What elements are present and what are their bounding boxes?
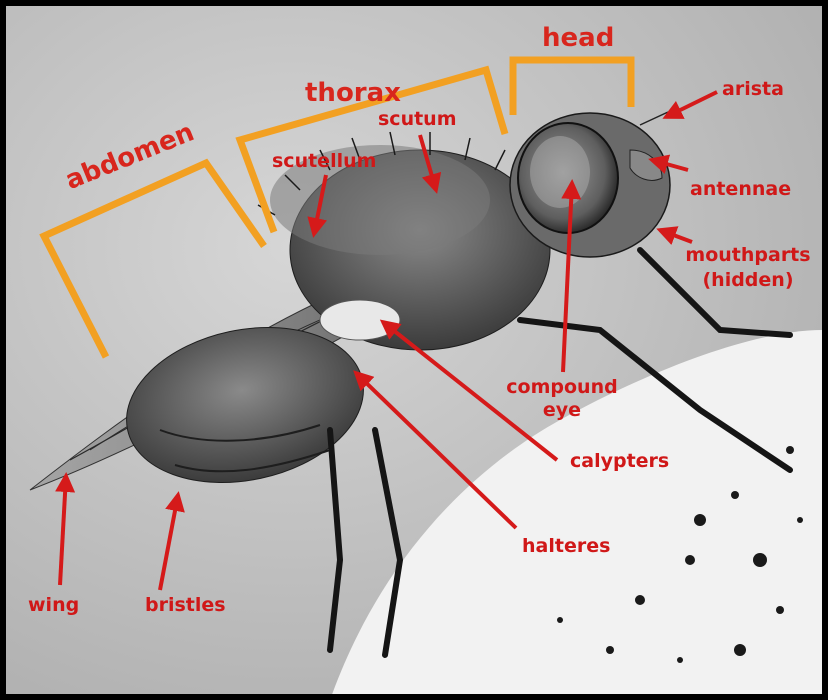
label-arista: arista — [722, 80, 784, 99]
label-head: head — [542, 25, 614, 51]
label-wing: wing — [28, 596, 79, 615]
label-thorax: thorax — [305, 80, 401, 106]
label-compound-eye: compound eye — [497, 378, 627, 420]
label-scutum: scutum — [378, 110, 457, 129]
label-antennae: antennae — [690, 180, 791, 199]
label-halteres: halteres — [522, 537, 610, 556]
label-mouthparts-text: mouthparts — [683, 246, 813, 265]
label-calypters: calypters — [570, 452, 669, 471]
label-scutellum: scutellum — [272, 152, 376, 171]
calypter-shape — [320, 300, 400, 340]
label-compound-eye-line1: compound — [497, 378, 627, 397]
label-mouthparts: mouthparts (hidden) — [683, 246, 813, 290]
label-mouthparts-note: (hidden) — [683, 271, 813, 290]
label-bristles: bristles — [145, 596, 226, 615]
label-compound-eye-line2: eye — [497, 401, 627, 420]
